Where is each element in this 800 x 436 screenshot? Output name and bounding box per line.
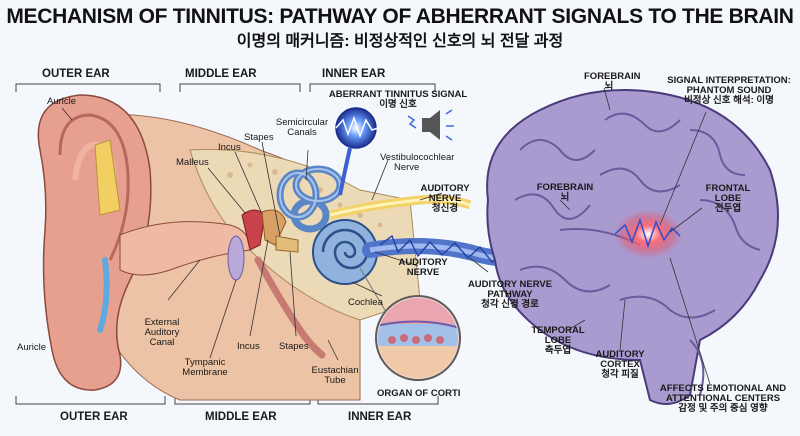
label-frontal-lobe: FRONTAL LOBE 전두엽: [705, 183, 751, 214]
label-auditory-nerve-1: AUDITORY NERVE 청신경: [420, 183, 470, 214]
label-temporal-lobe: TEMPORAL LOBE 측두엽: [531, 325, 585, 356]
malleus-shape: [241, 209, 266, 251]
label-incus-top: Incus: [218, 142, 241, 153]
label-auditory-cortex: AUDITORY CORTEX 청각 피질: [595, 349, 645, 380]
label-affects-emotional: AFFECTS EMOTIONAL AND ATTENTIONAL CENTER…: [659, 383, 787, 414]
tympanic-membrane-shape: [227, 235, 245, 281]
page-subtitle: 이명의 매커니즘: 비정상적인 신호의 뇌 전달 과정: [236, 33, 564, 50]
label-cochlea: Cochlea: [348, 297, 383, 308]
stapes-shape: [275, 235, 299, 253]
label-semicircular-canals: Semicircular Canals: [275, 117, 329, 138]
section-middle-ear-bottom: MIDDLE EAR: [205, 411, 277, 423]
section-outer-ear-bottom: OUTER EAR: [60, 411, 128, 423]
section-brackets-top: [15, 83, 436, 92]
section-inner-ear-top: INNER EAR: [322, 68, 386, 80]
label-aberrant-signal: ABERRANT TINNITUS SIGNAL 이명 신호: [328, 89, 468, 110]
page-title: MECHANISM OF TINNITUS: PATHWAY OF ABHERR…: [6, 5, 794, 28]
auricle: [37, 94, 152, 391]
label-auditory-nerve-pathway: AUDITORY NERVE PATHWAY 청각 신경 경로: [467, 279, 553, 310]
label-stapes-top: Stapes: [244, 132, 274, 143]
aberrant-signal-burst: [335, 107, 379, 196]
label-tympanic-membrane: Tympanic Membrane: [182, 357, 228, 378]
label-forebrain-mid: FOREBRAIN 뇌: [536, 182, 594, 203]
label-incus-bottom: Incus: [237, 341, 260, 352]
label-auricle-bottom: Auricle: [17, 342, 47, 353]
label-eustachian-tube: Eustachian Tube: [311, 365, 359, 386]
label-vestibulocochlear: Vestibulocochlear Nerve: [380, 152, 455, 173]
label-signal-interpretation: SIGNAL INTERPRETATION: PHANTOM SOUND 비정상…: [667, 75, 791, 106]
section-middle-ear-top: MIDDLE EAR: [185, 68, 257, 80]
label-auditory-nerve-2: AUDITORY NERVE: [398, 257, 448, 278]
speaker-icon: [407, 109, 454, 141]
leader-lines: [61, 87, 711, 385]
label-forebrain-top: FOREBRAIN 뇌: [584, 71, 641, 92]
label-auricle-top: Auricle: [47, 96, 77, 107]
section-inner-ear-bottom: INNER EAR: [348, 411, 412, 423]
label-malleus: Malleus: [176, 157, 209, 168]
label-external-auditory-canal: External Auditory Canal: [144, 317, 180, 348]
label-organ-of-corti: ORGAN OF CORTI: [377, 388, 461, 399]
brain-shape: [486, 89, 779, 405]
organ-of-corti-inset: [359, 267, 461, 381]
section-outer-ear-top: OUTER EAR: [42, 68, 110, 80]
label-stapes-bottom: Stapes: [279, 341, 309, 352]
